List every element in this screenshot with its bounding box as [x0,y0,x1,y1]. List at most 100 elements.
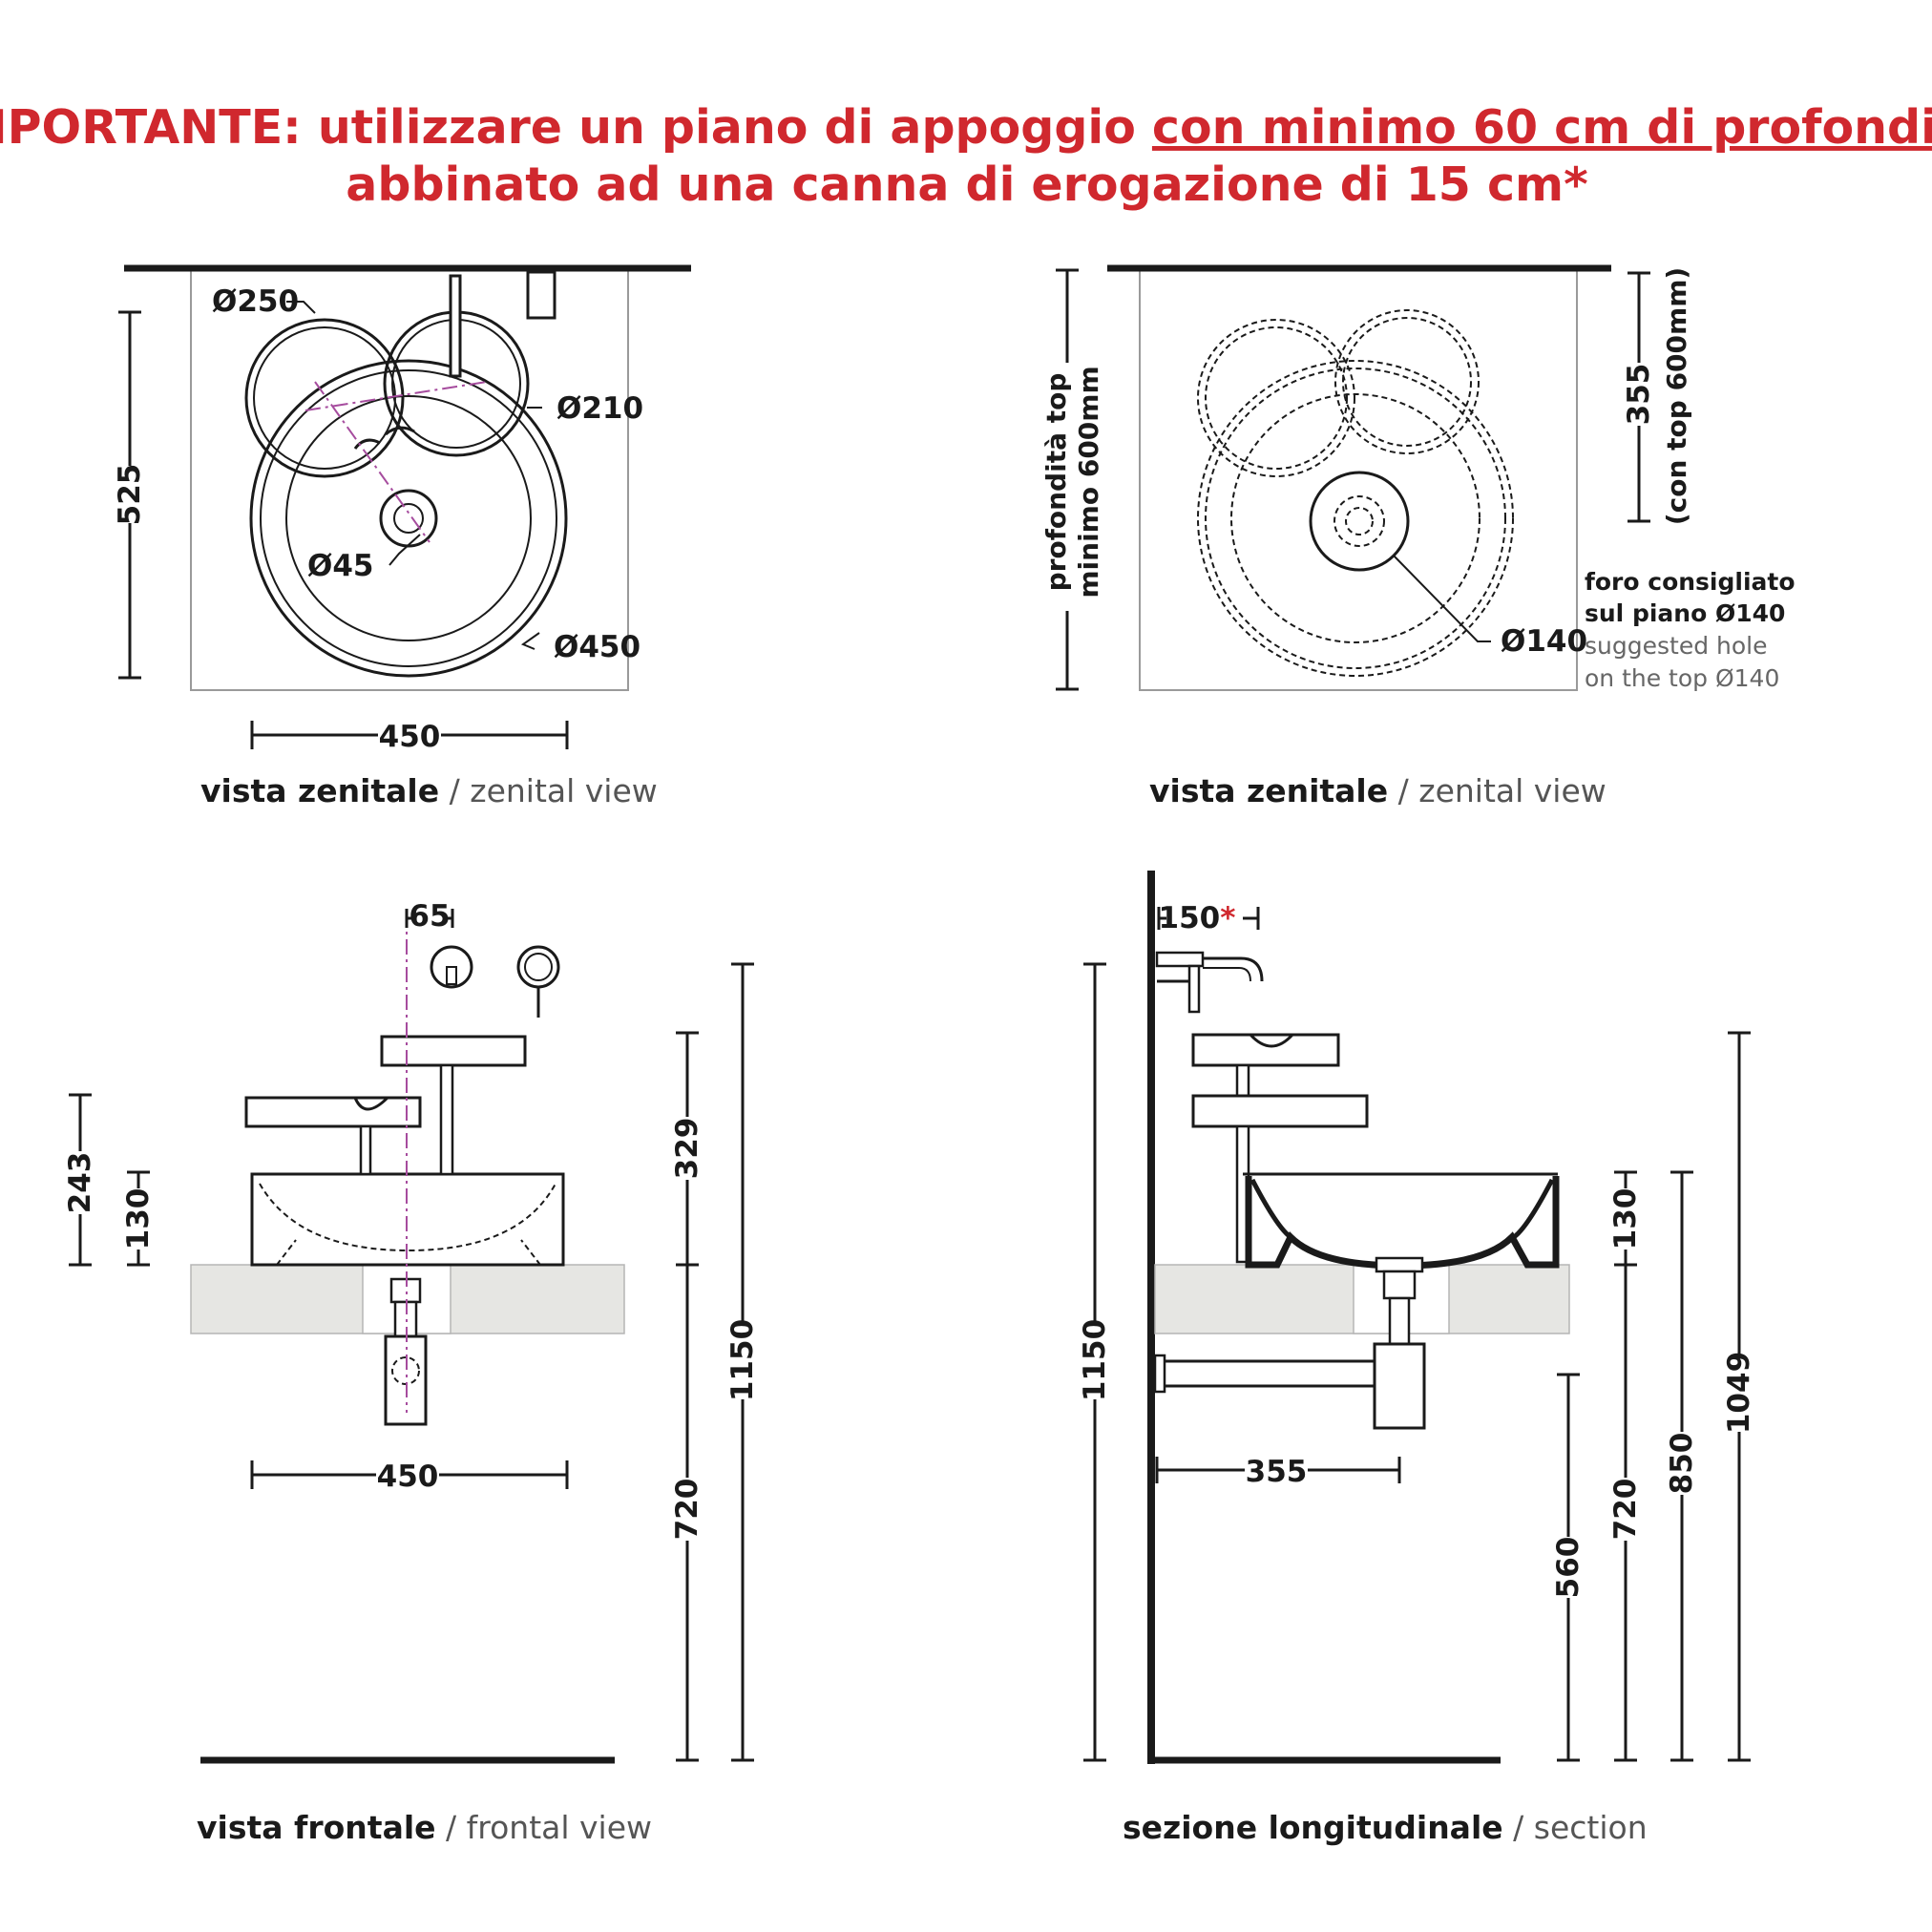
dim-450-front: 450 [377,1460,439,1494]
dim-gap [121,1188,156,1250]
drain-pipe [1382,1270,1417,1300]
dim-355-sec: 355 [1246,1455,1308,1489]
shelf-210-notch [385,426,415,436]
tap-icon [526,270,556,320]
basin-450-well [285,395,532,641]
top-right-zenital-view: Ø140 profondità top minimo 600mm 355 (co… [1040,264,1796,809]
basin-section [1245,1176,1560,1270]
basin-450-hidden [1197,360,1514,677]
shelf-low [1191,1094,1369,1128]
spout-inner [1203,967,1251,982]
label-d210: Ø210 [556,391,643,426]
shelf-high-stem [1235,1063,1250,1100]
shelf-high [380,1035,527,1067]
bottom-right-section-view: 150* 1150 355 560 130 720 850 [1078,871,1756,1846]
caption-top-right: vista zenitale / zenital view [1149,772,1606,809]
dim-150: 150* [1159,901,1236,935]
waste-pipe-flange [1153,1354,1166,1394]
dim-gap [113,466,147,523]
dim-130-sec: 130 [1608,1188,1643,1250]
caption-sep: / [1503,1809,1534,1846]
shelf-low [244,1096,422,1128]
caption-sep: / [436,1809,467,1846]
shelf-hidden-ring [1342,317,1472,447]
top-left-zenital-view: Ø250 Ø210 Ø45 Ø450 525 450 vista zenital… [113,264,691,809]
label-d250: Ø250 [212,284,299,319]
caption-light: zenital view [470,772,658,809]
leader-140 [1393,555,1491,642]
dim-gap [1623,363,1657,426]
basin-section-walls [1250,1178,1555,1240]
caption-bold: sezione longitudinale [1123,1809,1503,1846]
waste-pipe [1155,1359,1376,1388]
caption-bold: vista zenitale [200,772,439,809]
caption-light: zenital view [1418,772,1606,809]
header-line-1-underlined: con minimo 60 cm di profondità [1152,100,1932,155]
shelf-hidden-ring [1205,326,1348,470]
dim-329: 329 [670,1118,704,1180]
basin-feet-hidden [276,1239,541,1266]
caption-sep: / [439,772,470,809]
shelf-low-notch [353,1096,389,1111]
dim-150-mark: * [1220,901,1235,935]
dim-355-note: (con top 600mm) [1661,267,1692,525]
label-d45: Ø45 [307,549,374,583]
depth-note-line-2: minimo 600mm [1073,366,1104,598]
caption-top-left: vista zenitale / zenital view [200,772,658,809]
hole-note-en-1: suggested hole [1585,632,1767,660]
dim-65: 65 [409,899,450,934]
dim-gap [1078,1321,1112,1399]
dim-560: 560 [1551,1537,1586,1599]
dim-gap [670,1117,704,1180]
dim-130-front: 130 [121,1188,156,1250]
bottom-left-frontal-view: 65 243 130 329 720 1150 450 [63,899,760,1846]
dim-gap [1665,1432,1699,1495]
drain-hidden [1334,495,1385,547]
shelf-250-inner [253,326,396,470]
caption-bold: vista zenitale [1149,772,1388,809]
spout-lever [1187,964,1201,1014]
hole-note-en-2: on the top Ø140 [1585,664,1779,692]
dim-gap [1166,901,1243,934]
leader-450 [520,632,540,650]
shelf-250-notch [353,438,381,450]
dim-gap [376,1458,439,1492]
caption-bottom-right: sezione longitudinale / section [1123,1809,1648,1846]
dim-gap [412,903,447,932]
dim-gap [725,1321,760,1399]
shelf-low-stem [359,1124,372,1176]
drain-45 [379,489,438,548]
shelf-high-notch [1249,1033,1294,1048]
tap-lever [446,966,457,985]
spout-arm [1155,951,1205,968]
dim-450-top: 450 [379,720,441,754]
spout-icon [449,274,462,378]
dim-1049: 1049 [1722,1352,1756,1434]
tap-round-icon [430,945,473,989]
header: IMPORTANTE: utilizzare un piano di appog… [0,100,1932,212]
caption-bold: vista frontale [197,1809,436,1846]
dim-1150-front: 1150 [725,1319,760,1401]
label-d140: Ø140 [1501,624,1587,659]
dim-gap [378,718,441,752]
axis-line-2 [304,381,488,411]
caption-light: section [1534,1809,1648,1846]
basin-450-inner [260,369,557,667]
dim-gap [1551,1537,1586,1598]
basin-hidden-ring [1230,393,1480,643]
hole-note-it-2: sul piano Ø140 [1585,599,1785,627]
axis-line-1 [314,381,430,543]
shelf-250-hidden [1197,319,1355,477]
dim-gap [1608,1478,1643,1541]
leader-45 [388,534,421,566]
dim-150-value: 150 [1159,901,1221,935]
dim-720-sec: 720 [1608,1479,1643,1541]
drain-cap [1375,1256,1424,1273]
header-line-2: abbinato ad una canna di erogazione di 1… [346,158,1587,212]
dim-gap [1722,1354,1756,1432]
basin-450 [249,359,568,678]
dim-1150-sec: 1150 [1078,1319,1112,1401]
label-d450: Ø450 [554,630,640,664]
header-line-1-prefix: IMPORTANTE: utilizzare un piano di appog… [0,100,1152,155]
